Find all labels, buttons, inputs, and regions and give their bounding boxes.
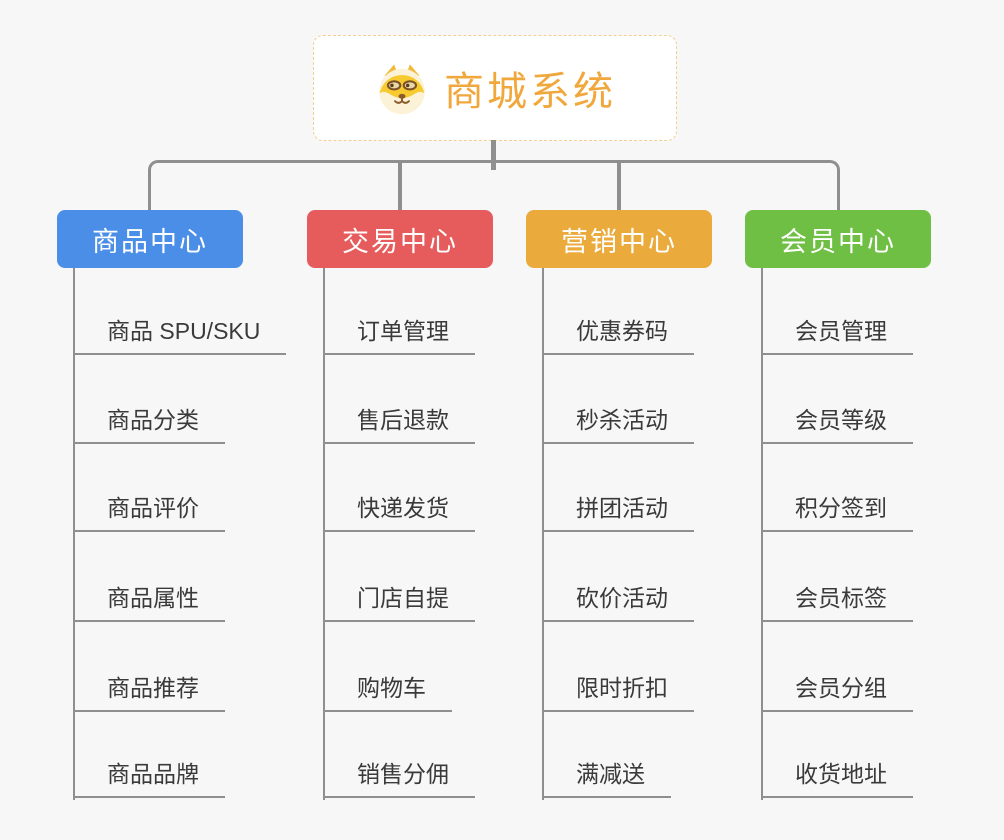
leaf-item[interactable]: 购物车 — [323, 666, 452, 712]
branch-drop-line — [617, 161, 621, 210]
leaf-item[interactable]: 会员等级 — [761, 398, 913, 444]
branch-bus-line — [148, 160, 840, 210]
leaf-item[interactable]: 会员标签 — [761, 576, 913, 622]
leaf-item[interactable]: 商品品牌 — [73, 752, 225, 798]
leaf-item[interactable]: 限时折扣 — [542, 666, 694, 712]
column-spine-line — [542, 268, 544, 800]
leaf-item[interactable]: 订单管理 — [323, 309, 475, 355]
leaf-item[interactable]: 商品 SPU/SKU — [73, 309, 287, 355]
leaf-item[interactable]: 会员分组 — [761, 666, 913, 712]
leaf-item[interactable]: 满减送 — [542, 752, 671, 798]
branch-drop-line — [398, 161, 402, 210]
leaf-item[interactable]: 拼团活动 — [542, 486, 694, 532]
column-spine-line — [323, 268, 325, 800]
leaf-item[interactable]: 销售分佣 — [323, 752, 475, 798]
leaf-item[interactable]: 商品属性 — [73, 576, 225, 622]
leaf-item[interactable]: 秒杀活动 — [542, 398, 694, 444]
leaf-item[interactable]: 优惠券码 — [542, 309, 694, 355]
leaf-item[interactable]: 商品评价 — [73, 486, 225, 532]
leaf-item[interactable]: 快递发货 — [323, 486, 475, 532]
leaf-item[interactable]: 商品推荐 — [73, 666, 225, 712]
leaf-item[interactable]: 积分签到 — [761, 486, 913, 532]
leaf-item[interactable]: 商品分类 — [73, 398, 225, 444]
root-title: 商城系统 — [444, 70, 616, 114]
leaf-item[interactable]: 会员管理 — [761, 309, 913, 355]
branch-node-product-center[interactable]: 商品中心 — [57, 210, 243, 268]
dog-face-icon — [379, 64, 425, 115]
branch-node-trade-center[interactable]: 交易中心 — [307, 210, 493, 268]
leaf-item[interactable]: 门店自提 — [323, 576, 475, 622]
column-spine-line — [761, 268, 763, 800]
branch-node-member-center[interactable]: 会员中心 — [745, 210, 931, 268]
leaf-item[interactable]: 售后退款 — [323, 398, 475, 444]
leaf-item[interactable]: 收货地址 — [761, 752, 913, 798]
root-node[interactable]: 商城系统 — [313, 35, 677, 141]
root-connector-line — [491, 140, 496, 170]
leaf-item[interactable]: 砍价活动 — [542, 576, 694, 622]
branch-node-marketing-center[interactable]: 营销中心 — [526, 210, 712, 268]
column-spine-line — [73, 268, 75, 800]
